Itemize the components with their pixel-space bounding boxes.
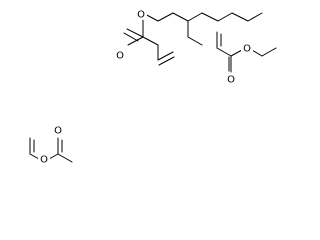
atom-label-oxygen: O (243, 44, 251, 55)
atom-label-oxygen: O (137, 10, 145, 21)
bond (48, 153, 59, 160)
atom-label-oxygen: O (54, 126, 62, 137)
bond (216, 47, 232, 57)
bonds (216, 31, 277, 73)
bond (187, 36, 203, 46)
atom-label-oxygen: O (227, 75, 235, 86)
atom-label-oxygen: O (116, 51, 124, 62)
bond (187, 12, 203, 22)
bonds (29, 137, 73, 163)
molecule-vinyl-acetate: O O (29, 124, 73, 166)
bond (251, 49, 263, 57)
chemical-structures-canvas: O O O O (29, 8, 277, 166)
bond (172, 12, 189, 22)
bond (231, 12, 249, 22)
bond (247, 12, 263, 22)
bond (142, 36, 159, 46)
bond (127, 36, 144, 46)
bonds (123, 12, 263, 66)
bond (217, 12, 233, 22)
bond (158, 56, 175, 66)
atom-label-oxygen: O (40, 155, 48, 166)
bond (157, 12, 174, 22)
bond (57, 153, 73, 163)
bond (157, 51, 174, 61)
bond (261, 47, 277, 57)
atom-labels: O O (114, 8, 147, 62)
bond (126, 28, 144, 38)
atom-labels: O O (225, 42, 253, 86)
bond (230, 49, 243, 57)
bond (201, 12, 219, 22)
bond (29, 153, 40, 160)
molecule-ethyl-acrylate: O O (216, 31, 277, 86)
bond (123, 32, 139, 42)
molecule-2-ethylhexyl-acrylate: O O (114, 8, 263, 66)
atom-labels: O O (38, 124, 64, 166)
